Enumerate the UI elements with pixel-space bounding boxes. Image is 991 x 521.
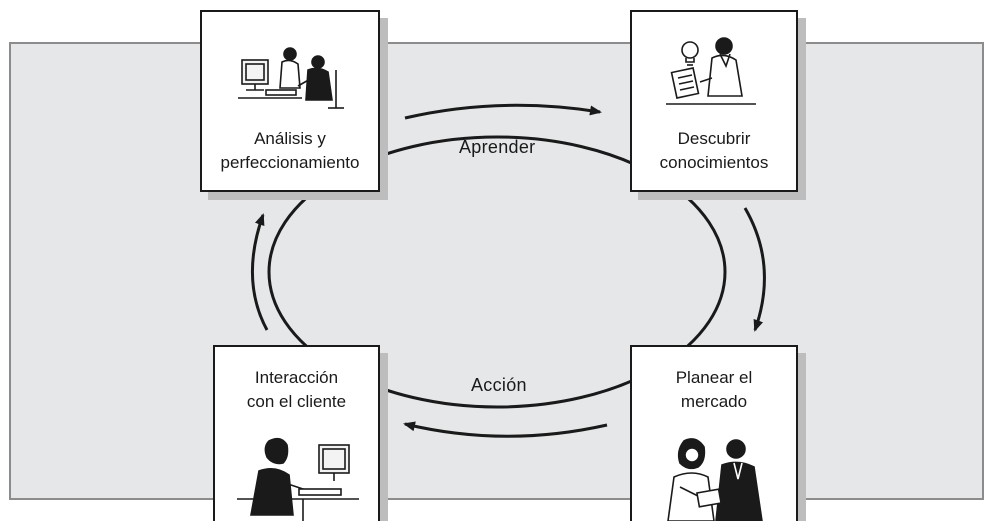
node-planear-line2: mercado [680,392,748,411]
background-panel [9,42,984,500]
node-analisis-line2: perfeccionamiento [220,153,360,172]
node-descubrir-line1: Descubrir [677,129,751,148]
node-descubrir: Descubrir conocimientos [630,10,798,192]
node-interaccion-line1: Interacción [254,368,339,387]
node-analisis-line1: Análisis y [254,129,326,148]
node-interaccion: Interacción con el cliente [213,345,380,521]
two-people-planning-icon [667,438,763,521]
person-with-lightbulb-idea-icon [666,37,756,105]
woman-at-computer-icon [237,437,359,521]
node-analisis: Análisis y perfeccionamiento [200,10,380,192]
arrow-right [743,207,766,332]
node-planear: Planear el mercado [630,345,798,521]
arrow-top [404,103,602,120]
edge-label-accion: Acción [471,375,527,395]
node-planear-line1: Planear el [675,368,753,387]
office-workers-at-computer-icon [238,47,344,109]
node-interaccion-line2: con el cliente [246,392,347,411]
cycle-ellipse [267,135,727,409]
arrow-bottom [403,421,608,438]
arrow-left [251,213,269,331]
edge-label-aprender: Aprender [459,137,536,157]
node-descubrir-line2: conocimientos [659,153,769,172]
